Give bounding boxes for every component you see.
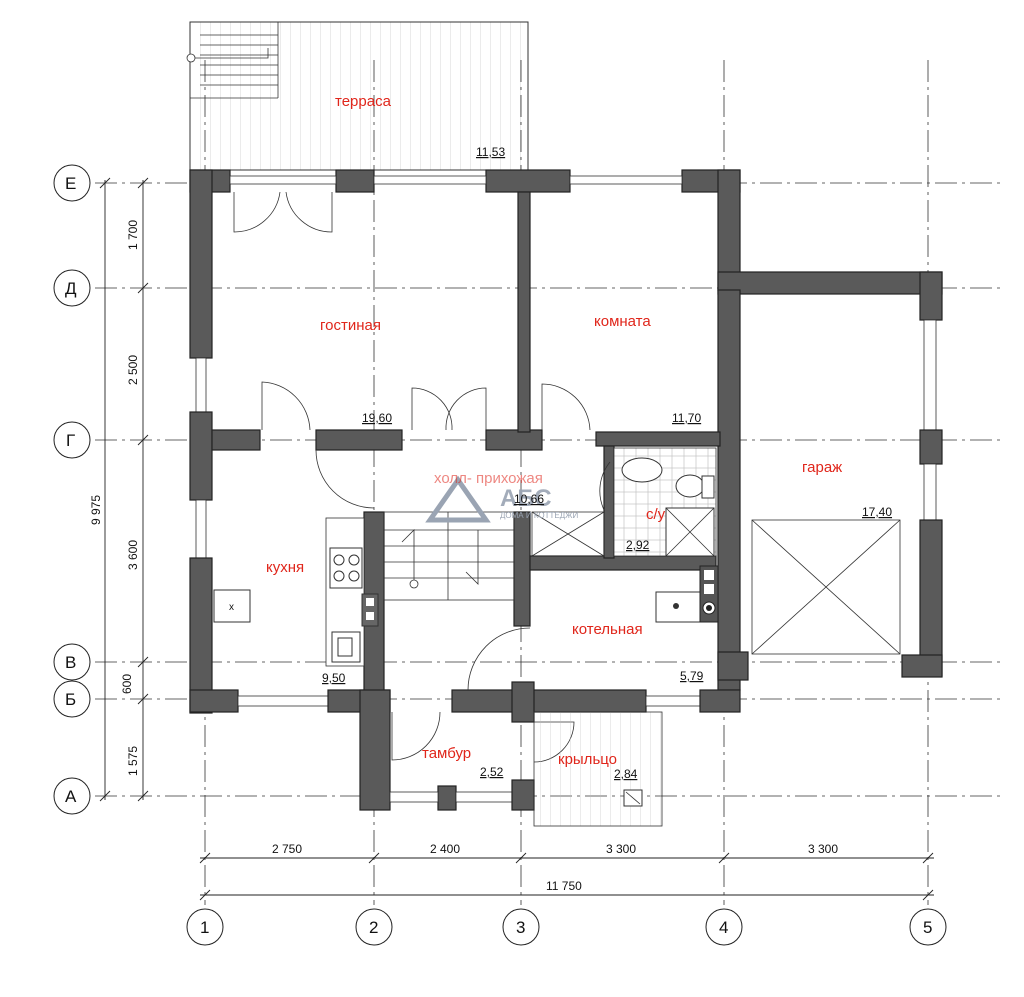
dim-h-1: 2 750	[272, 842, 302, 856]
room-area-wc: 2,92	[626, 538, 650, 552]
kitchen-fixtures: x	[213, 517, 379, 667]
room-area-porch: 2,84	[614, 767, 638, 781]
room-labels: терраса 11,53 гостиная 19,60 комната 11,…	[266, 93, 892, 781]
room-name-vestibule: тамбур	[422, 745, 471, 762]
room-name-garage: гараж	[802, 459, 842, 476]
room-name-hall: холл- прихожая	[434, 470, 543, 487]
horizontal-dimensions: 2 750 2 400 3 300 3 300 11 750	[199, 842, 934, 901]
dim-h-4: 3 300	[808, 842, 838, 856]
dim-v-1: 1 700	[126, 220, 140, 250]
room-area-room: 11,70	[672, 411, 701, 425]
dim-v-3: 3 600	[126, 540, 140, 570]
company-logo: АБС ДОМА И КОТТЕДЖИ	[425, 475, 579, 523]
dim-v-total: 9 975	[89, 495, 103, 525]
garage-parking	[751, 519, 901, 655]
logo-mark: АБС	[500, 485, 552, 512]
room-area-terrace: 11,53	[476, 145, 505, 159]
room-area-vestibule: 2,52	[480, 765, 504, 779]
room-area-living: 19,60	[362, 411, 392, 425]
room-area-hall: 10,66	[514, 492, 544, 506]
axis-row-label-b: Б	[65, 690, 76, 709]
boiler-fixtures	[655, 565, 719, 623]
wc-fixtures	[613, 447, 717, 557]
axis-col-label-5: 5	[923, 918, 932, 937]
dim-v-5: 1 575	[126, 746, 140, 776]
terrace	[186, 21, 529, 171]
axis-row-label-g: Г	[66, 431, 75, 450]
axis-col-label-1: 1	[200, 918, 209, 937]
room-area-boiler: 5,79	[680, 669, 704, 683]
logo-subtitle: ДОМА И КОТТЕДЖИ	[500, 511, 579, 520]
room-area-garage: 17,40	[862, 505, 892, 519]
room-name-boiler: котельная	[572, 621, 643, 638]
hall-stairs	[383, 511, 605, 601]
doors	[233, 191, 611, 763]
room-name-porch: крыльцо	[558, 751, 617, 768]
vertical-dimensions: 1 700 2 500 3 600 600 1 575 9 975	[89, 177, 149, 802]
room-name-wc: с/у	[646, 506, 666, 523]
terrace-stairs	[186, 34, 278, 86]
axis-bubbles: Е Д Г В Б А 1 2 3 4 5	[53, 164, 947, 946]
dim-v-2: 2 500	[126, 355, 140, 385]
porch	[533, 711, 663, 827]
dim-h-2: 2 400	[430, 842, 460, 856]
axis-row-label-v: В	[65, 653, 76, 672]
dim-h-total: 11 750	[546, 879, 582, 893]
room-name-kitchen: кухня	[266, 559, 304, 576]
dim-v-4: 600	[120, 674, 134, 694]
room-area-kitchen: 9,50	[322, 671, 346, 685]
axis-row-label-a: А	[65, 787, 77, 806]
axis-col-label-3: 3	[516, 918, 525, 937]
room-name-living: гостиная	[320, 317, 381, 334]
axis-col-label-2: 2	[369, 918, 378, 937]
dim-h-3: 3 300	[606, 842, 636, 856]
svg-text:x: x	[229, 602, 234, 613]
room-name-terrace: терраса	[335, 93, 392, 110]
room-name-room: комната	[594, 313, 651, 330]
axis-row-label-e: Е	[65, 174, 76, 193]
axis-row-label-d: Д	[65, 279, 77, 298]
axis-col-label-4: 4	[719, 918, 728, 937]
